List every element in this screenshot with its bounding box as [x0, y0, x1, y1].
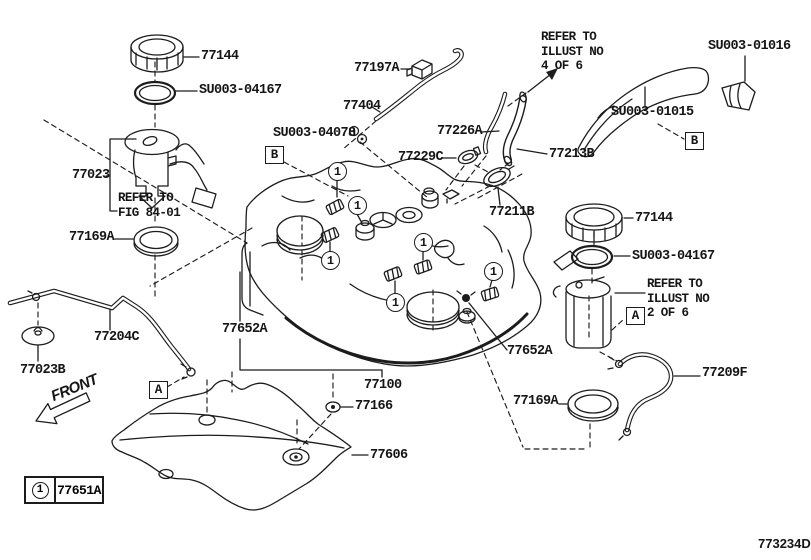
part-label-fuel-tube-right: 77209F [702, 366, 748, 381]
breather-tube-drawing [7, 288, 196, 380]
protector-patch-drawing [721, 55, 756, 111]
shield-grommet-drawing [325, 401, 354, 413]
ribbed-clips [320, 198, 500, 302]
clip-marker-1: 1 [328, 162, 347, 181]
legend-symbol-cell: 1 [26, 478, 56, 502]
part-label-vent-tube: 77404 [343, 99, 381, 114]
part-label-band-left: 77652A [221, 322, 269, 337]
front-arrow [35, 392, 91, 425]
refer-illust-4-note: REFER TO ILLUST NO 4 OF 6 [541, 30, 604, 73]
fuel-tank-drawing [241, 157, 542, 367]
part-label-tube-clamp: SU003-04078 [273, 126, 356, 141]
clip-marker-2: 1 [348, 196, 367, 215]
part-label-fuel-cap-right: 77144 [635, 211, 673, 226]
part-label-filler-hose: 77213B [549, 147, 595, 162]
part-label-ring-right: 77169A [513, 394, 559, 409]
legend-box: 1 77651A [24, 476, 104, 504]
clip-marker-leaders [329, 179, 493, 294]
grommet-left-drawing [21, 326, 55, 362]
ring-left-drawing [114, 226, 179, 257]
part-label-hose-clamp-mid: 77229C [398, 150, 444, 165]
part-label-cap-gasket-right: SU003-04167 [632, 249, 715, 264]
part-label-cap-gasket-left: SU003-04167 [199, 83, 282, 98]
ring-right-drawing [558, 389, 619, 422]
tube-clamp-drawing [348, 125, 368, 145]
part-label-fuel-tank: 77100 [364, 378, 402, 393]
part-label-inlet-hose: 77226A [437, 124, 483, 139]
part-label-grommet-left: 77023B [20, 363, 66, 378]
fuel-filter-drawing [552, 250, 646, 349]
tank-bracket-leaders [239, 271, 508, 378]
construction-dashed-lines [37, 61, 685, 450]
refer-arrow [527, 68, 558, 93]
fuel-pump-assembly-drawing [105, 128, 217, 212]
part-label-band-right: 77652A [507, 344, 553, 359]
part-label-shield-grommet: 77166 [355, 399, 393, 414]
part-label-connector: 77197A [354, 61, 400, 76]
clip-marker-6: 1 [386, 293, 405, 312]
part-label-filler-clamp: 77211B [489, 205, 535, 220]
clip-marker-4: 1 [414, 233, 433, 252]
callout-box-a-right: A [626, 307, 645, 325]
part-label-tank-protector: 77606 [370, 448, 408, 463]
clip-marker-3: 1 [321, 251, 340, 270]
callout-box-a-left: A [149, 381, 168, 399]
clip-marker-5: 1 [484, 262, 503, 281]
cap-gasket-right-drawing [570, 244, 631, 270]
connector-and-vent-tube-drawing [371, 48, 464, 122]
part-label-ring-left: 77169A [69, 230, 115, 245]
hose-clamp-mid-drawing [441, 146, 482, 165]
tank-protector-drawing [111, 379, 369, 511]
filler-clamp-drawing [483, 165, 515, 206]
callout-box-b-right: B [685, 132, 704, 150]
callout-box-b-left: B [265, 146, 284, 164]
refer-illust-2-note: REFER TO ILLUST NO 2 OF 6 [647, 277, 710, 320]
fuel-cap-left-drawing [130, 34, 200, 73]
part-label-protector-band: SU003-01015 [611, 105, 694, 120]
part-label-protector-patch: SU003-01016 [708, 39, 791, 54]
fuel-cap-right-drawing [565, 203, 634, 243]
filler-hose-drawing [502, 91, 548, 167]
part-label-breather-tube: 77204C [94, 330, 140, 345]
inlet-hose-drawing [480, 91, 508, 155]
diagram-code: 773234D [758, 536, 811, 551]
cap-gasket-left-drawing [133, 80, 198, 106]
protector-band-drawing [577, 66, 710, 158]
fuel-tube-right-drawing [607, 352, 701, 441]
legend-marker-icon: 1 [31, 481, 49, 499]
part-label-fuel-pump: 77023 [72, 168, 110, 183]
refer-fig-note: REFER TO FIG 84-01 [118, 191, 181, 220]
part-label-fuel-cap-left: 77144 [201, 49, 239, 64]
legend-part-number: 77651A [57, 482, 101, 498]
